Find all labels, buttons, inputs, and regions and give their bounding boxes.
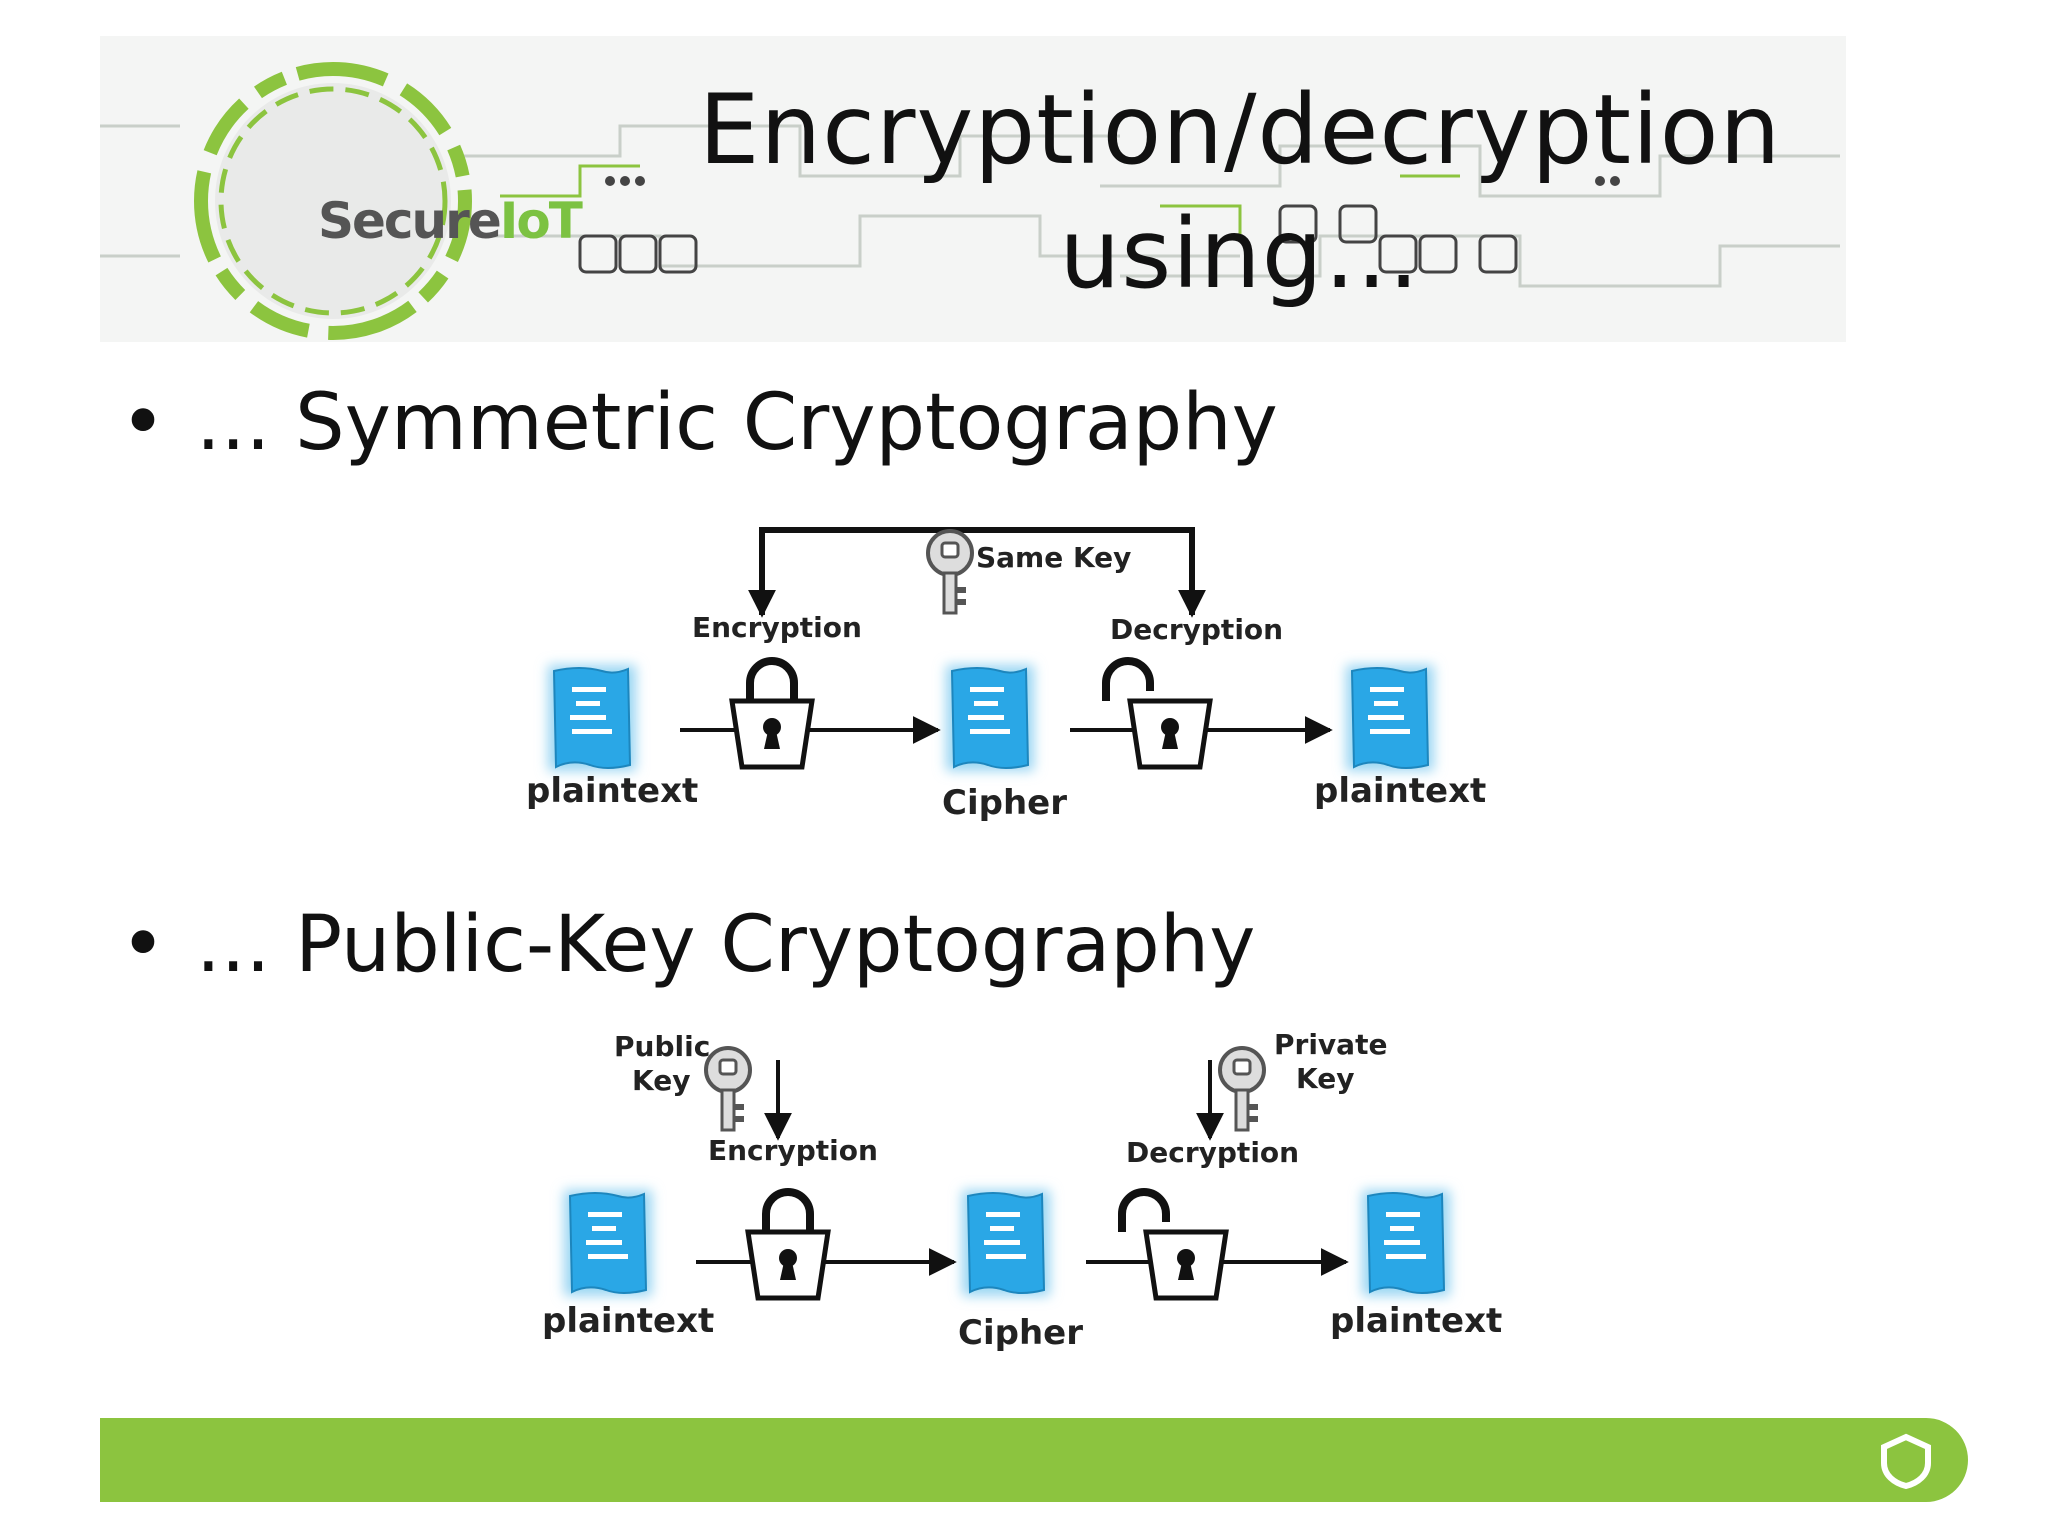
unlocked-padlock-icon xyxy=(1118,1188,1229,1301)
locked-padlock-icon xyxy=(729,657,815,770)
encryption-label: Encryption xyxy=(692,611,862,644)
cipher-label: Cipher xyxy=(942,783,1067,823)
locked-padlock-icon xyxy=(745,1188,831,1301)
public-key-cryptography-diagram: Public Key Encryption Private Key Decryp… xyxy=(542,1030,1502,1353)
title-line-1: Encryption/decryption xyxy=(698,74,1782,186)
private-key-label-line2: Key xyxy=(1296,1062,1354,1095)
cipher-label: Cipher xyxy=(958,1313,1083,1353)
plaintext-document-icon xyxy=(1346,665,1434,771)
plaintext-label: plaintext xyxy=(1314,771,1486,811)
public-key-label-line2: Key xyxy=(632,1064,690,1097)
slide-title: Encryption/decryption using… xyxy=(640,68,1840,316)
plaintext-label: plaintext xyxy=(1330,1301,1502,1341)
encryption-label: Encryption xyxy=(708,1134,878,1167)
plaintext-label: plaintext xyxy=(526,771,698,811)
public-key-icon xyxy=(704,1046,752,1132)
cipher-document-icon xyxy=(946,665,1034,771)
bullet-symmetric: • ... Symmetric Cryptography xyxy=(120,378,1278,468)
logo-text: SecureIoT xyxy=(318,192,583,250)
decryption-label: Decryption xyxy=(1126,1136,1299,1169)
cipher-document-icon xyxy=(962,1190,1050,1296)
secure-iot-logo xyxy=(194,62,472,340)
bullet-marker: • xyxy=(120,900,167,990)
public-key-label-line1: Public xyxy=(614,1030,710,1063)
plaintext-document-icon xyxy=(548,665,636,771)
bullet-text: ... Symmetric Cryptography xyxy=(196,378,1278,468)
bullet-public-key: • ... Public-Key Cryptography xyxy=(120,900,1255,990)
same-key-label: Same Key xyxy=(976,541,1131,574)
plaintext-label: plaintext xyxy=(542,1301,714,1341)
private-key-icon xyxy=(1218,1046,1266,1132)
header-banner: SecureIoT Encryption/decryption using… xyxy=(100,36,1846,342)
plaintext-document-icon xyxy=(1362,1190,1450,1296)
title-line-2: using… xyxy=(1059,198,1421,310)
shield-icon xyxy=(1881,1433,1931,1489)
unlocked-padlock-icon xyxy=(1102,657,1213,770)
bullet-text: ... Public-Key Cryptography xyxy=(196,900,1256,990)
decryption-label: Decryption xyxy=(1110,613,1283,646)
footer-bar xyxy=(100,1418,1968,1502)
symmetric-cryptography-diagram: Same Key Encryption Decryption plaintext… xyxy=(526,527,1486,823)
circuit-pattern-background xyxy=(100,124,1840,288)
key-icon xyxy=(926,529,974,615)
private-key-label-line1: Private xyxy=(1274,1030,1387,1061)
plaintext-document-icon xyxy=(564,1190,652,1296)
bullet-marker: • xyxy=(120,378,167,468)
